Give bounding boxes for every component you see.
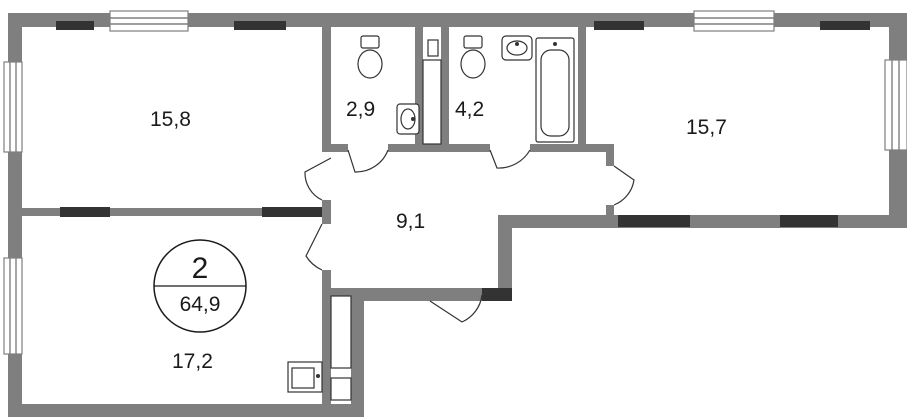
- room-labels: 15,8 2,9 4,2 15,7 9,1 17,2: [150, 98, 727, 373]
- bath-fixtures: [357, 35, 575, 145]
- dark-segments: [56, 21, 870, 227]
- apartment-badge: 2 64,9: [153, 239, 247, 333]
- kitchen-sink-icon: [287, 361, 323, 393]
- interior-walls: [22, 27, 614, 404]
- toilet-icon: [357, 35, 383, 79]
- room-area-label: 15,7: [686, 116, 727, 139]
- total-area: 64,9: [180, 293, 221, 316]
- sink-icon: [501, 35, 533, 61]
- room-area-label: 15,8: [150, 108, 191, 131]
- kitchen-fixtures: [287, 295, 352, 401]
- bathtub-icon: [535, 37, 575, 143]
- stove: [330, 377, 352, 401]
- windows: [3, 10, 907, 355]
- counter: [330, 295, 352, 369]
- doors: [304, 149, 635, 323]
- bath-area-label: 4,2: [455, 98, 484, 121]
- hall-area-label: 9,1: [396, 210, 425, 233]
- toilet-icon: [460, 35, 486, 79]
- rooms-count: 2: [192, 252, 209, 285]
- kitchen-area-label: 17,2: [172, 350, 213, 373]
- sink-icon: [396, 103, 420, 135]
- bath-area-label: 2,9: [346, 98, 375, 121]
